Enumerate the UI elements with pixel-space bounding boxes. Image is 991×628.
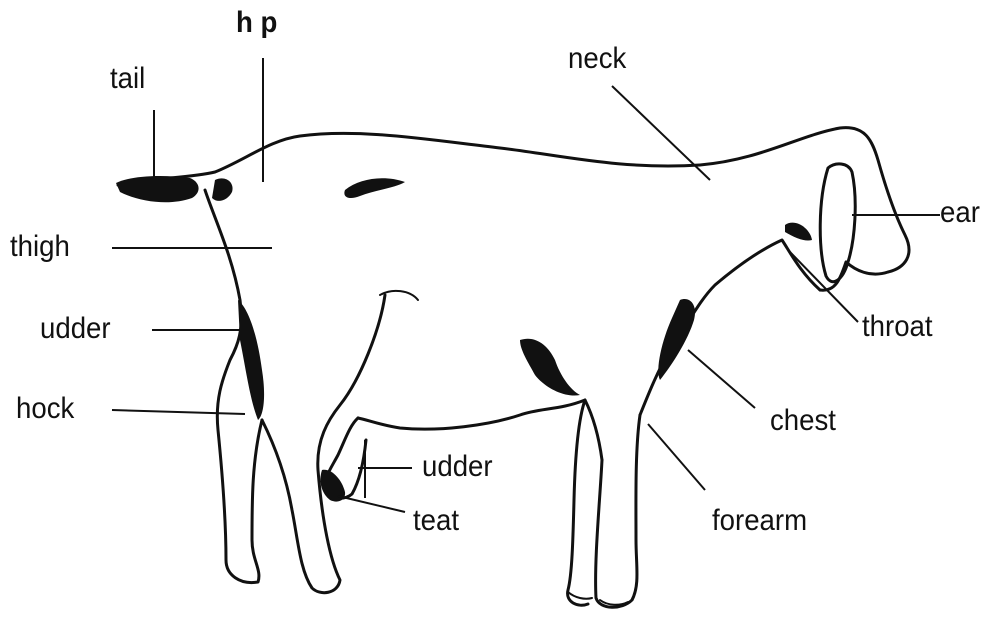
goat-hind-shading <box>238 300 264 420</box>
label-hip: h p <box>236 8 277 38</box>
label-forearm: forearm <box>712 506 807 536</box>
leader-teat <box>338 496 405 512</box>
goat-belly-tuft <box>520 339 580 396</box>
goat-front-leg-right <box>596 415 640 607</box>
label-thigh: thigh <box>10 232 70 262</box>
label-tail: tail <box>110 64 145 94</box>
leader-chest <box>688 350 755 408</box>
goat-flank-tuft <box>344 178 405 198</box>
label-udder-rear: udder <box>40 314 111 344</box>
label-chest: chest <box>770 406 836 436</box>
goat-throat-outline <box>640 240 820 415</box>
goat-belly <box>358 400 585 429</box>
goat-tail <box>116 176 199 202</box>
label-hock: hock <box>16 394 74 424</box>
label-udder-front: udder <box>422 452 493 482</box>
leader-hock <box>112 410 245 414</box>
label-ear: ear <box>940 198 980 228</box>
label-throat: throat <box>862 312 933 342</box>
goat-hip-tuft <box>212 178 233 201</box>
label-neck: neck <box>568 44 626 74</box>
leader-forearm <box>648 424 705 490</box>
goat-neck-tuft <box>785 223 812 241</box>
label-teat: teat <box>413 506 459 536</box>
goat-back-outline <box>118 128 909 291</box>
goat-chest-shading <box>658 299 695 380</box>
